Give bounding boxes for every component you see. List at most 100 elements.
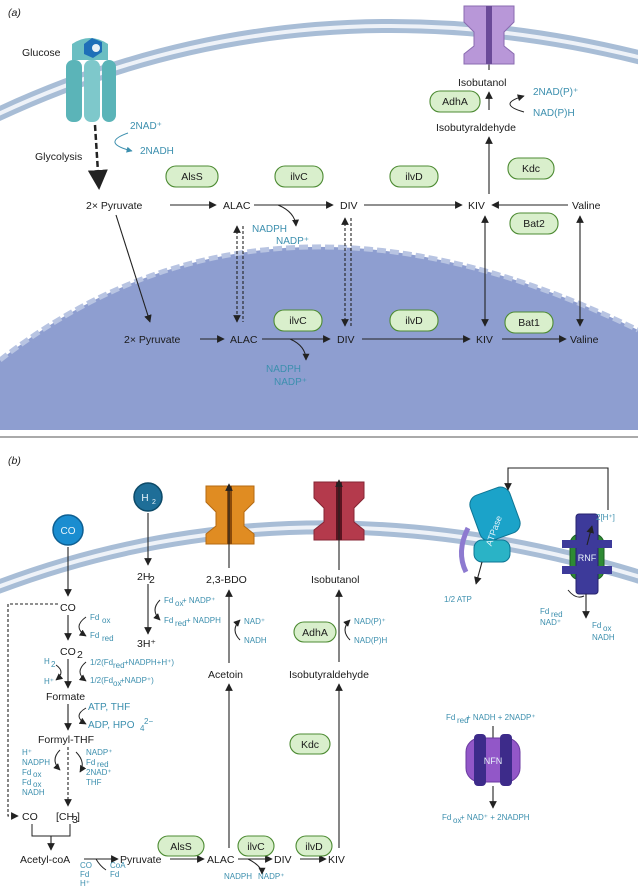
panel-b: (b) CO H 2 CO Fd ox Fd red CO 2 H 2 H⁺ 1…: [0, 455, 638, 887]
enzyme-bat2-label: Bat2: [523, 218, 545, 230]
nfn-out-tail: + NAD⁺ + 2NADPH: [460, 813, 530, 822]
glucose-label: Glucose: [22, 47, 61, 59]
mito-nadph: NADPH: [266, 364, 301, 375]
enzyme-bat2: [509, 212, 559, 235]
isobutyraldehyde-b-label: Isobutyraldehyde: [289, 669, 369, 681]
half2-label: 1/2(Fd: [90, 676, 113, 685]
panel-b-label: (b): [8, 455, 21, 467]
half2-sub: ox: [113, 679, 121, 688]
nfn-in-label: Fd: [446, 713, 455, 722]
co-label: CO: [60, 602, 76, 614]
right-cof-1-sub: red: [97, 760, 109, 769]
nad-label: 2NAD⁺: [130, 121, 162, 132]
rnf-in-curve: [567, 589, 585, 598]
ch3-label: [CH: [56, 811, 74, 823]
rnf-out-1: NADH: [592, 633, 615, 642]
fdox-nadp-label: Fd: [164, 596, 173, 605]
kiv-label: KIV: [328, 854, 345, 866]
nfn-label: NFN: [484, 756, 503, 766]
h2-left-sub: 2: [51, 660, 56, 669]
enzyme-alss-label: AlsS: [181, 171, 203, 183]
left-cof-3: Fd: [22, 778, 31, 787]
fdox-sub: ox: [102, 616, 110, 625]
nad-plus-label: NAD⁺: [244, 617, 265, 626]
nfn-out-label: Fd: [442, 813, 451, 822]
fdred-nadph-tail: + NADPH: [186, 616, 221, 625]
enzyme-ilvd-b: [295, 835, 333, 857]
enzyme-ilvc-label: ilvC: [290, 171, 308, 183]
nadh-label: 2NADH: [140, 146, 174, 157]
h2-icon: [133, 482, 163, 512]
rnf-in-0: Fd: [540, 607, 549, 616]
acetoin-label: Acetoin: [208, 669, 243, 681]
co-low-label: CO: [22, 811, 38, 823]
fdred-label: Fd: [90, 631, 99, 640]
atp-arrow: [474, 561, 483, 585]
panel-a: (a) Glucose Glycolysis 2NAD⁺ 2NADH 2× Py…: [0, 5, 638, 430]
enzyme-adha-label: AdhA: [442, 96, 468, 108]
bottom-cof-1: CoA: [110, 861, 126, 870]
left-cof-1: NADPH: [22, 758, 50, 767]
enzyme-alss-b-label: AlsS: [170, 841, 192, 853]
nadp-low: NADP⁺: [258, 872, 284, 881]
left-cof-2: Fd: [22, 768, 31, 777]
h2-icon-sub: 2: [152, 499, 156, 506]
right-cof-2: 2NAD⁺: [86, 768, 112, 777]
formyl-thf-label: Formyl-THF: [38, 734, 94, 746]
h2-mol-label: 2H: [137, 571, 150, 583]
acetylcoa-label: Acetyl-coA: [20, 854, 70, 866]
co2-sub: 2: [77, 649, 83, 661]
enzyme-ilvd-mito: [389, 309, 439, 332]
fdred-sub: red: [102, 634, 114, 643]
ch3-tail: ]: [77, 811, 80, 823]
cyto-div: DIV: [340, 200, 358, 212]
converge-bracket: [31, 824, 71, 837]
isobutanol-b-label: Isobutanol: [311, 574, 359, 586]
nadph-curve: [277, 204, 300, 227]
h2-left: H: [44, 657, 50, 666]
mito-valine: Valine: [570, 334, 599, 346]
half1-tail: +NADPH+H⁺): [124, 658, 174, 667]
co-icon: [52, 514, 84, 546]
bottom-cof-curve: [95, 858, 107, 871]
bottom-cof-0: CO: [80, 861, 92, 870]
rnf-proton-arrow: [586, 525, 594, 546]
nfn-in-sub: red: [457, 716, 469, 725]
pyruvate-label: Pyruvate: [120, 854, 162, 866]
bottom-cof-3: Fd: [110, 870, 119, 879]
mito-nadph-curve: [289, 338, 310, 361]
rnf-in-1: NAD⁺: [540, 618, 561, 627]
fd-cycle-curve: [78, 616, 87, 637]
atp-thf-label: ATP, THF: [88, 702, 130, 713]
nad-cycle-arrow: [114, 132, 133, 153]
rnf-out-0: Fd: [592, 621, 601, 630]
atp-half-label: 1/2 ATP: [444, 595, 472, 604]
right-cof-1: Fd: [86, 758, 95, 767]
enzyme-bat1: [504, 311, 554, 334]
enzyme-ilvc: [274, 165, 324, 188]
fdox-nadp-tail: + NADP⁺: [182, 596, 215, 605]
enzyme-kdc: [507, 157, 555, 180]
nadh-label: NADH: [244, 636, 267, 645]
adp-label: ADP, HPO: [88, 720, 135, 731]
enzyme-adha-b-label: AdhA: [302, 627, 328, 639]
fdox-nadp-sub: ox: [175, 599, 183, 608]
right-cof-3: THF: [86, 778, 102, 787]
co2-label: CO: [60, 646, 76, 658]
pyruvate-import-arrow: [115, 214, 152, 323]
alac-label: ALAC: [207, 854, 235, 866]
enzyme-ilvc-mito: [273, 309, 323, 332]
enzyme-adha-b: [293, 621, 337, 643]
atp-cycle-curve: [78, 707, 87, 725]
isobutyraldehyde-label: Isobutyraldehyde: [436, 122, 516, 134]
atpase-complex: [459, 486, 521, 574]
fdox-label: Fd: [90, 613, 99, 622]
half2-tail: +NADP⁺): [120, 676, 154, 685]
left-cof-4: NADH: [22, 788, 45, 797]
h2-mol-sub: 2: [149, 574, 155, 586]
h3-label: 3H⁺: [137, 638, 156, 650]
cell-membrane-b-inner: [0, 525, 638, 589]
cyto-kiv: KIV: [468, 200, 485, 212]
cyto-pyruvate: 2× Pyruvate: [86, 200, 142, 212]
nadp-p-label: NAD(P)⁺: [354, 617, 386, 626]
